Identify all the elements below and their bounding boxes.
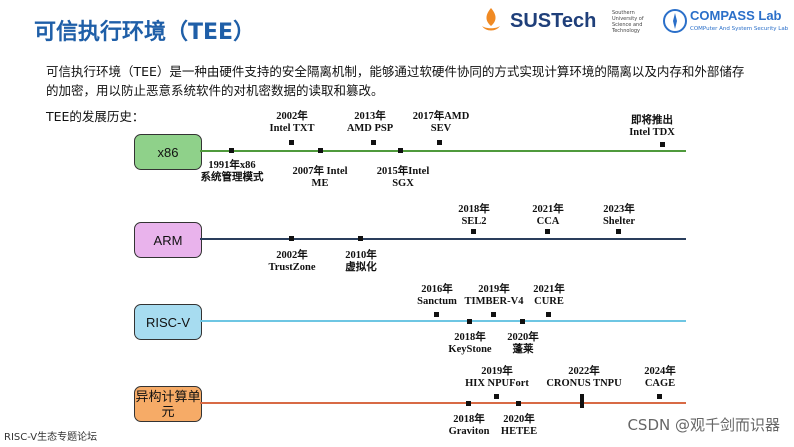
- track-arm-box: ARM: [134, 222, 202, 258]
- watermark: CSDN @观千剑而识器: [627, 416, 780, 434]
- event-tick: [398, 148, 403, 153]
- sustech-logo-text: SUSTech: [510, 10, 597, 32]
- event-tick: [491, 312, 496, 317]
- event-tick: [358, 236, 363, 241]
- event-tick: [494, 394, 499, 399]
- event-tick: [371, 140, 376, 145]
- logo-area: SUSTech Southern University of Science a…: [476, 4, 789, 44]
- track-hetero-box: 异构计算单元: [134, 386, 202, 422]
- footer-label: RISC-V生态专题论坛: [4, 432, 98, 443]
- track-x86-box: x86: [134, 134, 202, 170]
- event-tick: [546, 312, 551, 317]
- compass-logo-subtitle: COMPuter And System Security Lab: [690, 26, 789, 32]
- event-tick: [434, 312, 439, 317]
- event-tick: [289, 236, 294, 241]
- event-riscv-2020: 2020年蓬莱: [507, 332, 539, 355]
- event-arm-2010: 2010年虚拟化: [345, 250, 377, 273]
- event-tick: [466, 401, 471, 406]
- sustech-logo-icon: [482, 8, 500, 31]
- history-label: TEE的发展历史：: [46, 109, 145, 124]
- event-tick: [520, 319, 525, 324]
- event-tick: [516, 401, 521, 406]
- intro-paragraph: 可信执行环境（TEE）是一种由硬件支持的安全隔离机制，能够通过软硬件协同的方式实…: [46, 64, 745, 98]
- track-riscv-line: [200, 320, 686, 322]
- event-tick: [437, 140, 442, 145]
- track-x86-line: [200, 150, 686, 152]
- event-tick: [616, 229, 621, 234]
- event-tick: [660, 142, 665, 147]
- event-tick: [580, 394, 584, 408]
- compass-logo-icon: [663, 9, 687, 33]
- event-tick: [229, 148, 234, 153]
- event-tick: [289, 140, 294, 145]
- event-tick: [467, 319, 472, 324]
- event-tick: [318, 148, 323, 153]
- compass-logo-text: COMPASS Lab: [690, 8, 782, 23]
- event-tick: [545, 229, 550, 234]
- sustech-logo-subtitle: Southern University of Science and Techn…: [612, 10, 644, 34]
- track-arm-line: [200, 238, 686, 240]
- event-tick: [657, 394, 662, 399]
- slide-title: 可信执行环境（TEE）: [34, 20, 256, 45]
- track-riscv-box: RISC-V: [134, 304, 202, 340]
- track-hetero-line: [200, 402, 686, 404]
- event-tick: [471, 229, 476, 234]
